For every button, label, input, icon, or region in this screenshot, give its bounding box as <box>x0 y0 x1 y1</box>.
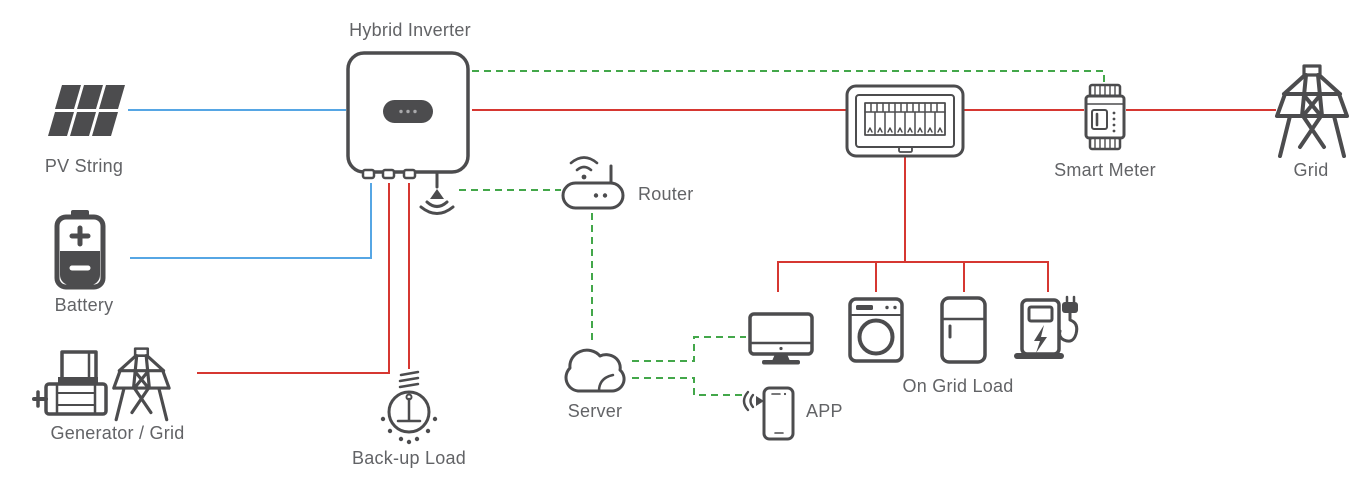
hybrid-inverter-icon <box>346 51 470 180</box>
app-label: APP <box>806 401 843 421</box>
line-battery-to-inverter <box>130 183 372 259</box>
generator-grid-pylon-icon <box>112 346 171 422</box>
server-icon <box>564 348 626 393</box>
line-server-to-app <box>632 377 743 396</box>
server-label: Server <box>567 401 623 421</box>
monitor-icon <box>748 312 814 365</box>
hybrid-inverter-label: Hybrid Inverter <box>349 20 471 40</box>
backup-load-icon <box>380 370 438 445</box>
on-grid-load-label: On Grid Load <box>902 376 1014 396</box>
app-phone-icon <box>742 386 795 441</box>
generator-icon <box>32 350 108 416</box>
battery-icon <box>54 210 106 290</box>
router-icon <box>561 156 625 210</box>
smart-meter-label: Smart Meter <box>1054 160 1156 180</box>
line-inverter-to-smart-meter-comm <box>472 70 1105 83</box>
ev-charger-icon <box>1014 295 1079 359</box>
line-on-grid-load-bus <box>777 261 1049 292</box>
grid-pylon-icon <box>1275 64 1349 158</box>
line-generator-to-inverter <box>197 183 390 374</box>
generator-grid-label: Generator / Grid <box>50 423 185 443</box>
smart-meter-icon <box>1084 83 1126 151</box>
line-server-to-monitor <box>632 336 746 362</box>
connection-lines <box>128 70 1276 396</box>
pv-string-label: PV String <box>44 156 124 176</box>
fridge-icon <box>940 296 987 364</box>
router-label: Router <box>638 184 694 204</box>
battery-label: Battery <box>54 295 114 315</box>
grid-label: Grid <box>1293 160 1329 180</box>
pv-string-icon <box>48 85 125 136</box>
wifi-antenna-icon <box>419 170 455 215</box>
backup-load-label: Back-up Load <box>351 448 467 468</box>
washing-machine-icon <box>848 297 904 363</box>
distribution-box-icon <box>845 84 965 158</box>
